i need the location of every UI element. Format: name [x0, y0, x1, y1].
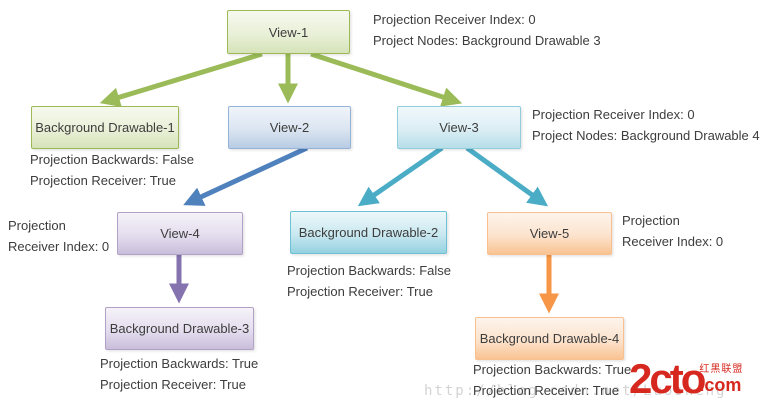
annotation-view-5-line-1: Projection [622, 213, 680, 228]
annotation-view-3-line-2: Project Nodes: Background Drawable 4 [532, 128, 760, 143]
annotation-bd-4-line-2: Projection Receiver: True [473, 383, 619, 398]
node-background-drawable-3: Background Drawable-3 [105, 307, 254, 350]
node-view-2-label: View-2 [269, 120, 310, 135]
annotation-bd-1-line-1: Projection Backwards: False [30, 152, 195, 167]
annotation-view-1: Projection Receiver Index: 0 Project Nod… [373, 9, 601, 51]
node-view-5-label: View-5 [529, 226, 570, 241]
node-background-drawable-4: Background Drawable-4 [475, 317, 624, 360]
node-background-drawable-2-label: Background Drawable-2 [298, 225, 439, 240]
annotation-view-3: Projection Receiver Index: 0 Project Nod… [532, 104, 760, 146]
annotation-view-1-line-2: Project Nodes: Background Drawable 3 [373, 33, 601, 48]
arrow-view1-to-view3 [310, 51, 463, 107]
node-view-3-label: View-3 [439, 120, 479, 135]
arrow-view2-to-view4 [183, 145, 309, 206]
annotation-background-drawable-3: Projection Backwards: True Projection Re… [100, 353, 258, 395]
annotation-bd-3-line-2: Projection Receiver: True [100, 377, 246, 392]
node-view-3: View-3 [397, 106, 521, 149]
node-view-1: View-1 [227, 10, 350, 54]
annotation-view-4-line-2: Receiver Index: 0 [8, 239, 110, 254]
annotation-view-4-line-1: Projection [8, 218, 66, 233]
node-view-2: View-2 [228, 106, 351, 149]
2cto-logo-text: 2cto [629, 355, 706, 402]
annotation-bd-2-line-2: Projection Receiver: True [287, 284, 433, 299]
annotation-view-1-line-1: Projection Receiver Index: 0 [373, 12, 536, 27]
annotation-view-5: Projection Receiver Index: 0 [622, 210, 723, 252]
node-view-5: View-5 [487, 212, 612, 255]
annotation-view-5-line-2: Receiver Index: 0 [622, 234, 724, 249]
arrow-view1-to-bd1 [99, 51, 263, 107]
annotation-bd-4-line-1: Projection Backwards: True [473, 362, 632, 377]
annotation-bd-2-line-1: Projection Backwards: False [287, 263, 452, 278]
annotation-view-4: Projection Receiver Index: 0 [8, 215, 109, 257]
annotation-bd-3-line-1: Projection Backwards: True [100, 356, 259, 371]
url-watermark: http://blog.csdn.net/Luosheng [424, 383, 727, 399]
node-background-drawable-3-label: Background Drawable-3 [109, 321, 250, 336]
annotation-background-drawable-4: Projection Backwards: True Projection Re… [473, 359, 631, 401]
node-background-drawable-2: Background Drawable-2 [290, 211, 447, 254]
annotation-background-drawable-2: Projection Backwards: False Projection R… [287, 260, 451, 302]
2cto-logo: 2cto 红黑联盟 .com [629, 355, 744, 402]
annotation-bd-1-line-2: Projection Receiver: True [30, 173, 176, 188]
annotation-background-drawable-1: Projection Backwards: False Projection R… [30, 149, 194, 191]
2cto-logo-com-text: .com [699, 375, 742, 395]
node-background-drawable-1-label: Background Drawable-1 [35, 120, 175, 135]
node-view-4: View-4 [117, 212, 243, 255]
node-background-drawable-4-label: Background Drawable-4 [479, 331, 620, 346]
2cto-logo-chinese-text: 红黑联盟 [699, 364, 744, 375]
node-view-4-label: View-4 [160, 226, 200, 241]
arrow-view3-to-view5 [465, 145, 549, 207]
node-background-drawable-1: Background Drawable-1 [31, 106, 179, 149]
arrow-view3-to-bd2 [357, 145, 444, 207]
node-view-1-label: View-1 [268, 24, 309, 40]
annotation-view-3-line-1: Projection Receiver Index: 0 [532, 107, 695, 122]
